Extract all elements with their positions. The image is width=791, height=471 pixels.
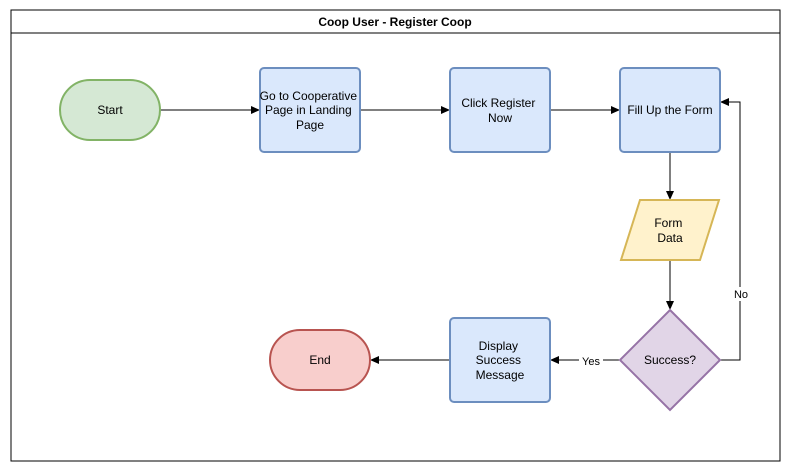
success-label: Success? xyxy=(644,353,696,367)
display-label-line: Success xyxy=(476,353,521,367)
display-label-line: Display xyxy=(479,339,518,353)
fill-form-label-line: Fill Up the Form xyxy=(627,103,712,117)
end-terminal-shape xyxy=(269,329,371,391)
end-label-line: End xyxy=(309,353,330,367)
display-label-line: Message xyxy=(476,368,525,382)
start-label-line: Start xyxy=(97,103,123,117)
form-data-parallelogram-shape xyxy=(619,199,721,261)
click-register-label-line: Click Register xyxy=(461,96,535,110)
goto-cooperative-page-node: Go to Cooperative Page in Landing Page xyxy=(259,67,361,153)
yes-edge-label: Yes xyxy=(582,356,600,368)
yes-label-bg xyxy=(579,354,603,367)
goto-label-line: Page in Landing xyxy=(265,103,352,117)
click-register-label-line: Now xyxy=(488,111,512,125)
form-data-label: Form Data xyxy=(654,216,685,245)
display-success-message-node: Display Success Message xyxy=(449,317,551,403)
no-edge-label: No xyxy=(734,289,748,301)
end-node: End xyxy=(269,329,371,391)
click-register-node: Click Register Now xyxy=(449,67,551,153)
click-register-label: Click Register Now xyxy=(461,96,538,125)
start-label: Start xyxy=(97,103,123,117)
success-decision-node: Success? xyxy=(618,308,722,412)
goto-label-line: Page xyxy=(296,118,324,132)
edge-success-no-to-fill xyxy=(720,98,741,361)
form-data-node: Form Data xyxy=(619,199,721,261)
click-register-process-shape xyxy=(449,67,551,153)
goto-process-shape xyxy=(259,67,361,153)
start-node: Start xyxy=(59,79,161,141)
goto-label-line: Go to Cooperative xyxy=(260,89,358,103)
form-data-label-line: Form xyxy=(654,216,682,230)
display-label: Display Success Message xyxy=(476,339,525,382)
end-label: End xyxy=(309,353,330,367)
fill-form-label: Fill Up the Form xyxy=(627,103,712,117)
fill-form-process-shape xyxy=(619,67,721,153)
goto-label: Go to Cooperative Page in Landing Page xyxy=(260,89,361,132)
diagram-title: Coop User - Register Coop xyxy=(318,15,471,29)
no-label-bg xyxy=(731,287,751,301)
success-label-line: Success? xyxy=(644,353,696,367)
fill-up-form-node: Fill Up the Form xyxy=(619,67,721,153)
success-diamond-shape xyxy=(618,308,722,412)
display-process-shape xyxy=(449,317,551,403)
form-data-label-line: Data xyxy=(657,231,683,245)
start-terminal-shape xyxy=(59,79,161,141)
